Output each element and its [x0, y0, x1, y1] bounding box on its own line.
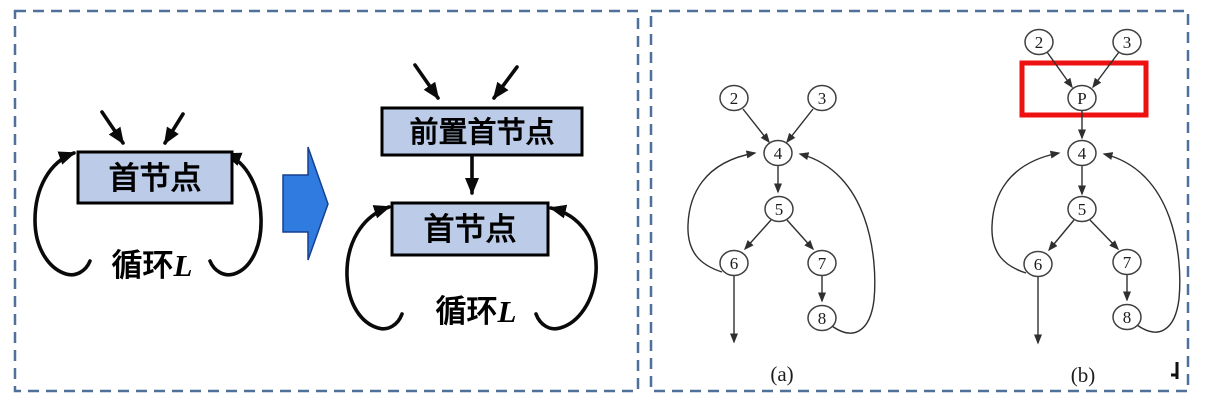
- edge-3-P: [1092, 51, 1120, 89]
- node-8: [1112, 303, 1142, 331]
- node-6-label: 6: [730, 254, 739, 273]
- head-node-box: [390, 201, 550, 257]
- back-edge-right-icon: [534, 204, 598, 331]
- node-7-label: 7: [1123, 253, 1132, 272]
- node-5-label: 5: [775, 200, 784, 219]
- node-5-label: 5: [1078, 200, 1087, 219]
- node-7: [807, 249, 837, 277]
- loop-after-transform: 前置首节点 首节点 循环L: [345, 63, 598, 331]
- back-edge-6-4: [991, 150, 1061, 274]
- head-node-label: 首节点: [109, 161, 202, 196]
- back-edge-left-icon: [33, 151, 92, 277]
- edge-2-4: [742, 108, 770, 144]
- head-node-label: 首节点: [424, 212, 517, 247]
- node-4: [763, 139, 793, 167]
- node-4-label: 4: [1078, 144, 1087, 163]
- node-6: [1023, 250, 1053, 278]
- edge-5-6: [1048, 219, 1075, 252]
- preheader-node-label: 前置首节点: [409, 115, 554, 149]
- node-3-label: 3: [1123, 33, 1132, 52]
- left-panel-border: [13, 9, 640, 393]
- edge-5-7: [786, 219, 815, 251]
- node-3-label: 3: [818, 89, 827, 108]
- node-4-label: 4: [774, 144, 783, 163]
- node-7-label: 7: [818, 254, 827, 273]
- head-node-box: [76, 150, 234, 205]
- edge-5-6: [743, 219, 772, 251]
- big-right-arrow-icon: [282, 146, 329, 261]
- preheader-node-box: [380, 106, 584, 157]
- node-5: [1067, 195, 1097, 223]
- node-5: [764, 195, 794, 223]
- node-2: [719, 84, 749, 112]
- back-edge-8-4: [798, 152, 876, 334]
- cfg-graph-b: 2 3 P 4 5 6 7 8 (b): [991, 28, 1181, 387]
- node-2: [1024, 28, 1054, 56]
- loop-before-transform: 首节点 循环L: [33, 110, 263, 283]
- node-6-label: 6: [1034, 255, 1043, 274]
- caption-a: (a): [770, 362, 793, 386]
- cfg-graph-a: 2 3 4 5 6 7 8 (a): [687, 84, 876, 386]
- node-4: [1067, 139, 1097, 167]
- node-3: [1112, 28, 1142, 56]
- node-P: [1067, 84, 1097, 112]
- node-8: [807, 304, 837, 332]
- back-edge-8-4: [1102, 152, 1181, 333]
- incoming-edge-icon: [100, 110, 125, 145]
- incoming-edge-icon: [413, 63, 440, 100]
- node-3: [807, 84, 837, 112]
- back-edge-right-icon: [208, 152, 263, 277]
- node-2-label: 2: [730, 89, 739, 108]
- preheader-highlight-box: [1019, 60, 1149, 118]
- incoming-edge-icon: [163, 112, 185, 145]
- node-7: [1112, 248, 1142, 276]
- stray-mark: [1171, 362, 1179, 379]
- node-6: [719, 249, 749, 277]
- incoming-edge-icon: [492, 65, 519, 100]
- node-8-label: 8: [818, 309, 827, 328]
- edge-3-4: [786, 108, 814, 144]
- loop-label: 循环L: [436, 294, 517, 329]
- edge-2-P: [1046, 51, 1073, 89]
- edge-5-7: [1089, 219, 1120, 251]
- back-edge-6-4: [687, 150, 757, 273]
- right-panel-border: [649, 9, 1190, 393]
- node-P-label: P: [1077, 89, 1086, 108]
- loop-label: 循环L: [112, 248, 193, 283]
- node-8-label: 8: [1123, 308, 1132, 327]
- caption-b: (b): [1071, 363, 1096, 387]
- back-edge-left-icon: [345, 205, 404, 331]
- node-2-label: 2: [1035, 33, 1044, 52]
